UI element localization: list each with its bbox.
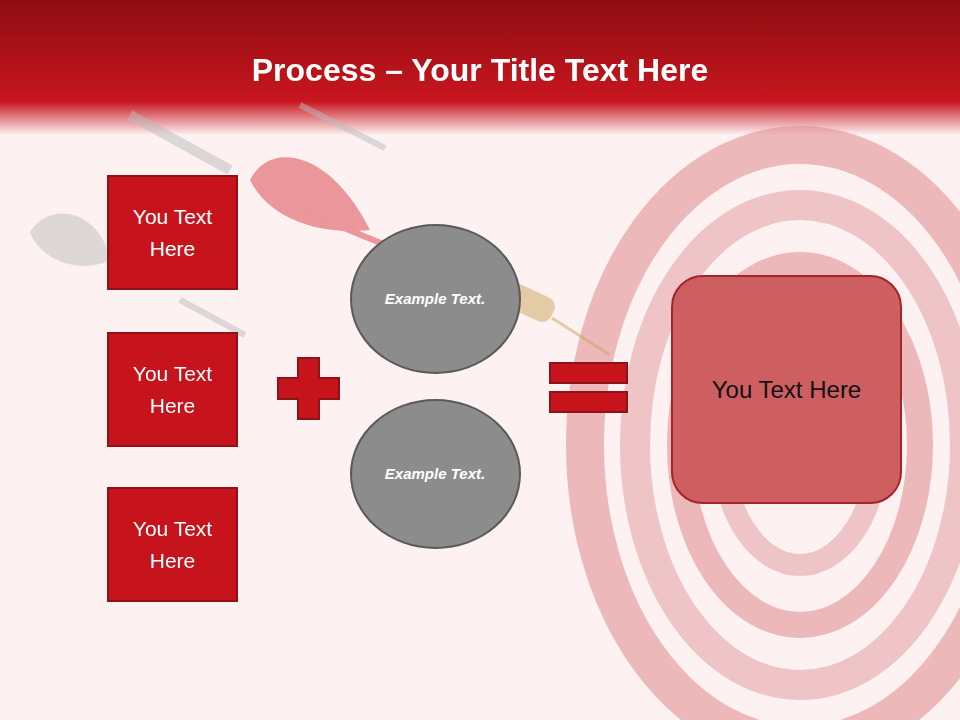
box-text: You Text Here (119, 201, 226, 264)
text-box: You Text Here (107, 175, 238, 290)
example-circle: Example Text. (350, 399, 521, 549)
slide-title: Process – Your Title Text Here (0, 52, 960, 89)
box-text: Example Text. (385, 462, 485, 485)
equals-symbol (550, 392, 627, 412)
plus-symbol (278, 358, 339, 419)
box-text: Example Text. (385, 287, 485, 310)
box-text: You Text Here (119, 513, 226, 576)
darts-illustration (30, 105, 610, 355)
result-box: You Text Here (671, 275, 902, 504)
header-band (0, 0, 960, 135)
box-text: You Text Here (119, 358, 226, 421)
target-illustration (585, 145, 960, 720)
text-box: You Text Here (107, 487, 238, 602)
text-box: You Text Here (107, 332, 238, 447)
equals-symbol (550, 363, 627, 383)
box-text: You Text Here (712, 374, 861, 405)
example-circle: Example Text. (350, 224, 521, 374)
